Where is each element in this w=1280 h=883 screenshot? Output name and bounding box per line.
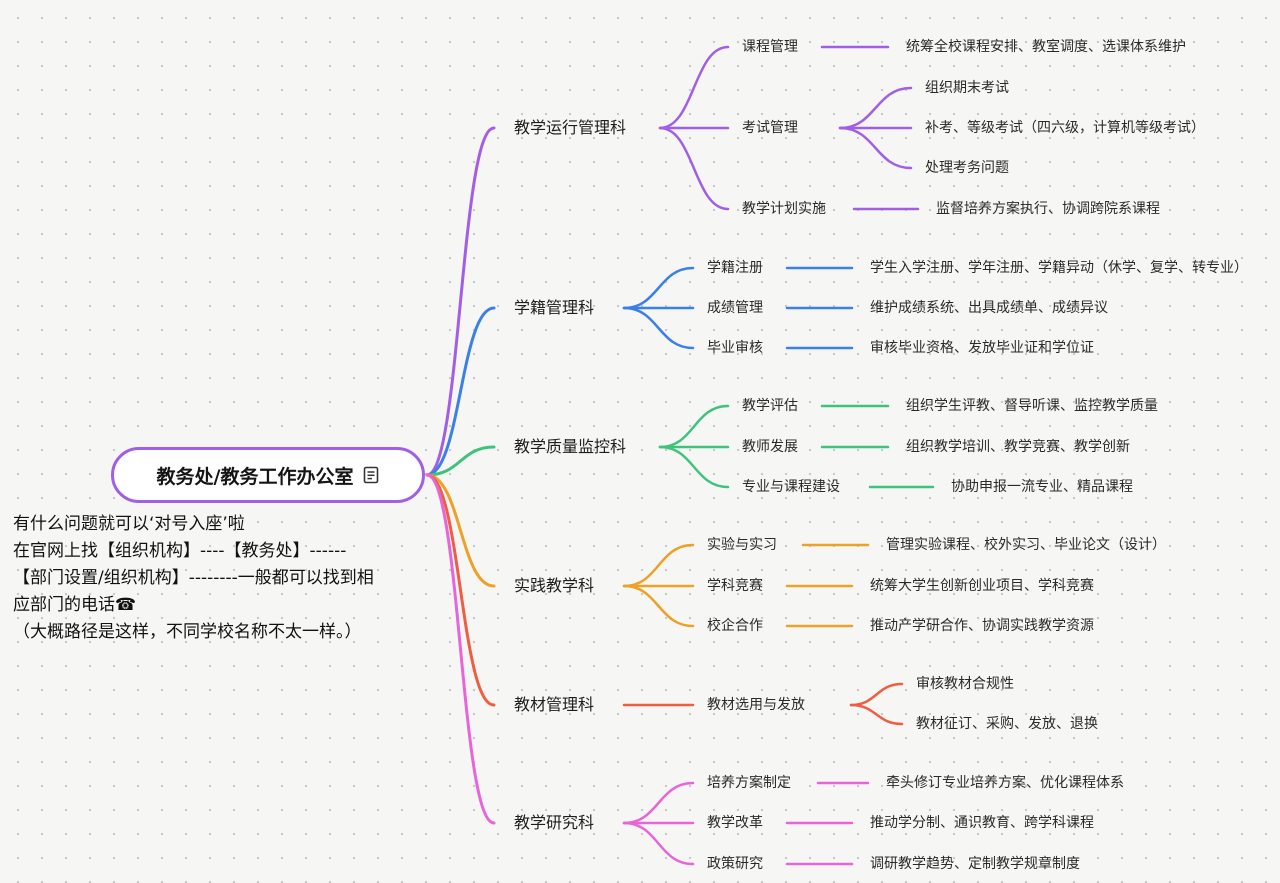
detail-node: 调研教学趋势、定制教学规章制度 xyxy=(870,856,1080,872)
detail-node: 组织教学培训、教学竞赛、教学创新 xyxy=(906,439,1130,455)
branch-line xyxy=(425,473,496,588)
note-line: 有什么问题就可以‘对号入座’啦 xyxy=(13,514,245,534)
branch-line xyxy=(425,126,496,477)
department-node[interactable]: 教材管理科 xyxy=(514,695,595,714)
department-node[interactable]: 学籍管理科 xyxy=(514,298,595,317)
branch-line xyxy=(849,703,904,726)
branch-line xyxy=(849,682,904,707)
note-text: 有什么问题就可以‘对号入座’啦 在官网上找【组织机构】----【教务处】----… xyxy=(13,511,453,646)
detail-node: 统筹大学生创新创业项目、学科竞赛 xyxy=(870,578,1094,594)
branch-line xyxy=(622,543,695,588)
function-node[interactable]: 课程管理 xyxy=(742,39,798,55)
department-node[interactable]: 教学质量监控科 xyxy=(514,437,627,456)
department-node[interactable]: 实践教学科 xyxy=(514,576,595,595)
function-node[interactable]: 成绩管理 xyxy=(707,300,763,316)
branch-line xyxy=(838,126,913,170)
branch-line xyxy=(425,306,496,477)
function-node[interactable]: 毕业审核 xyxy=(707,340,763,356)
detail-node: 审核毕业资格、发放毕业证和学位证 xyxy=(870,340,1094,356)
detail-node: 协助申报一流专业、精品课程 xyxy=(951,479,1133,495)
function-node[interactable]: 教学计划实施 xyxy=(742,201,826,217)
function-node[interactable]: 学科竞赛 xyxy=(707,578,763,594)
detail-node: 推动产学研合作、协调实践教学资源 xyxy=(870,618,1094,634)
detail-node: 推动学分制、通识教育、跨学科课程 xyxy=(870,815,1094,831)
department-node[interactable]: 教学研究科 xyxy=(514,813,595,832)
detail-node: 监督培养方案执行、协调跨院系课程 xyxy=(936,201,1160,217)
function-node[interactable]: 教学评估 xyxy=(742,398,798,414)
function-node[interactable]: 实验与实习 xyxy=(707,537,777,553)
root-node[interactable]: 教务处/教务工作办公室 xyxy=(111,447,425,503)
note-line: 应部门的电话☎ xyxy=(13,595,137,615)
branch-line xyxy=(622,821,695,866)
branch-line xyxy=(622,266,695,310)
function-node[interactable]: 专业与课程建设 xyxy=(742,479,840,495)
branch-line xyxy=(658,404,730,449)
detail-node: 处理考务问题 xyxy=(925,160,1009,176)
detail-node: 补考、等级考试（四六级，计算机等级考试） xyxy=(925,120,1205,136)
department-node[interactable]: 教学运行管理科 xyxy=(514,118,627,137)
note-icon[interactable] xyxy=(363,466,379,484)
function-node[interactable]: 政策研究 xyxy=(707,856,763,872)
function-node[interactable]: 培养方案制定 xyxy=(707,775,791,791)
branch-line xyxy=(658,45,730,130)
detail-node: 教材征订、采购、发放、退换 xyxy=(916,716,1098,732)
branch-line xyxy=(425,473,496,707)
root-title: 教务处/教务工作办公室 xyxy=(156,465,354,488)
detail-node: 学生入学注册、学年注册、学籍异动（休学、复学、转专业） xyxy=(870,260,1248,276)
detail-node: 维护成绩系统、出具成绩单、成绩异议 xyxy=(870,300,1108,316)
branch-line xyxy=(658,445,730,489)
detail-node: 管理实验课程、校外实习、毕业论文（设计） xyxy=(886,537,1166,553)
function-node[interactable]: 校企合作 xyxy=(707,618,763,634)
function-node[interactable]: 教学改革 xyxy=(707,815,763,831)
branch-line xyxy=(838,86,913,130)
detail-node: 审核教材合规性 xyxy=(916,676,1014,692)
note-line: 【部门设置/组织机构】--------一般都可以找到相 xyxy=(13,568,374,588)
note-line: 在官网上找【组织机构】----【教务处】------ xyxy=(13,541,347,561)
function-node[interactable]: 教师发展 xyxy=(742,439,798,455)
detail-node: 组织学生评教、督导听课、监控教学质量 xyxy=(906,398,1158,414)
branch-line xyxy=(658,126,730,211)
detail-node: 组织期末考试 xyxy=(925,80,1009,96)
detail-node: 统筹全校课程安排、教室调度、选课体系维护 xyxy=(906,39,1186,55)
function-node[interactable]: 考试管理 xyxy=(742,120,798,136)
function-node[interactable]: 教材选用与发放 xyxy=(707,697,805,713)
branch-line xyxy=(425,445,496,477)
detail-node: 牵头修订专业培养方案、优化课程体系 xyxy=(886,775,1124,791)
note-line: （大概路径是这样，不同学校名称不太一样。） xyxy=(13,622,362,642)
branch-line xyxy=(622,584,695,628)
branch-line xyxy=(622,306,695,350)
branch-line xyxy=(425,473,496,825)
branch-line xyxy=(622,781,695,825)
function-node[interactable]: 学籍注册 xyxy=(707,260,763,276)
